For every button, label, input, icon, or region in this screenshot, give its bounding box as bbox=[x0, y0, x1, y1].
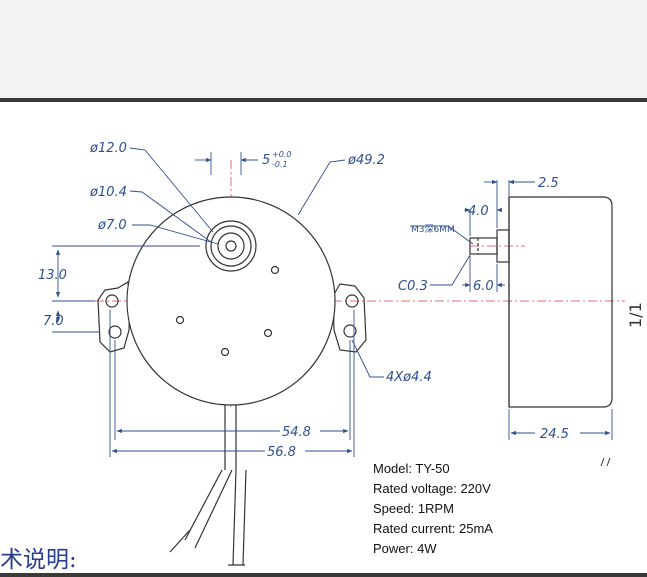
side-label: 1/1 bbox=[626, 302, 645, 328]
rivet-4 bbox=[220, 347, 230, 357]
dim-s40: 4.0 bbox=[468, 204, 489, 219]
front-view bbox=[97, 196, 367, 566]
motor-body bbox=[126, 196, 336, 406]
break-mark bbox=[600, 457, 611, 467]
top-rule bbox=[0, 98, 647, 102]
mount-hole-tr bbox=[345, 294, 359, 308]
side-shaft bbox=[469, 237, 498, 255]
dim-chamfer: C0.3 bbox=[398, 279, 428, 294]
rivet-2 bbox=[175, 315, 185, 325]
bottom-rule bbox=[0, 573, 647, 577]
spec-current: Rated current: 25mA bbox=[373, 521, 493, 536]
dim-tol-upper: +0.0 bbox=[272, 150, 291, 159]
lead-wires bbox=[169, 405, 247, 566]
hub-outer bbox=[205, 220, 257, 272]
spec-model: Model: TY-50 bbox=[373, 461, 450, 476]
dim-w568: 56.8 bbox=[267, 445, 296, 460]
dim-s25: 2.5 bbox=[538, 176, 559, 191]
mounting-flange bbox=[97, 281, 131, 353]
dim-h7: 7.0 bbox=[43, 314, 64, 329]
dim-h13: 13.0 bbox=[38, 268, 67, 283]
caption-text: 术说明: bbox=[0, 547, 77, 573]
side-dimension-lines bbox=[410, 179, 613, 440]
spec-list: Model: TY-50 Rated voltage: 220V Speed: … bbox=[373, 459, 573, 559]
shaft bbox=[225, 240, 237, 252]
mounting-flange-right bbox=[332, 283, 367, 353]
dim-d12: ø12.0 bbox=[89, 141, 127, 156]
hub-inner bbox=[217, 232, 245, 260]
spec-voltage: Rated voltage: 220V bbox=[373, 481, 491, 496]
dim-holes: 4Xø4.4 bbox=[386, 370, 432, 385]
dim-tol-lower: -0.1 bbox=[272, 160, 288, 169]
hub-mid bbox=[210, 225, 252, 267]
side-body bbox=[508, 196, 613, 408]
dim-s60: 6.0 bbox=[473, 279, 494, 294]
mount-hole-br bbox=[343, 324, 357, 338]
dim-depth: 24.5 bbox=[540, 427, 569, 442]
mount-hole-bl bbox=[108, 325, 122, 339]
dim-d492: ø49.2 bbox=[347, 153, 385, 168]
dimension-labels: ø12.0 ø10.4 ø7.0 5 +0.0 -0.1 ø49.2 13.0 … bbox=[38, 141, 569, 460]
rivet-1 bbox=[270, 265, 280, 275]
top-band bbox=[0, 0, 647, 98]
dim-d104: ø10.4 bbox=[89, 185, 127, 200]
spec-speed: Speed: 1RPM bbox=[373, 501, 454, 516]
front-dimension-lines bbox=[52, 147, 384, 457]
spec-power: Power: 4W bbox=[373, 541, 437, 556]
mount-hole-tl bbox=[105, 294, 119, 308]
dim-five: 5 bbox=[262, 153, 270, 168]
side-view bbox=[469, 196, 613, 408]
rivet-3 bbox=[263, 328, 273, 338]
dim-d7: ø7.0 bbox=[97, 218, 127, 233]
dim-thread: M3深6MM bbox=[411, 224, 455, 235]
dim-w548: 54.8 bbox=[282, 425, 311, 440]
